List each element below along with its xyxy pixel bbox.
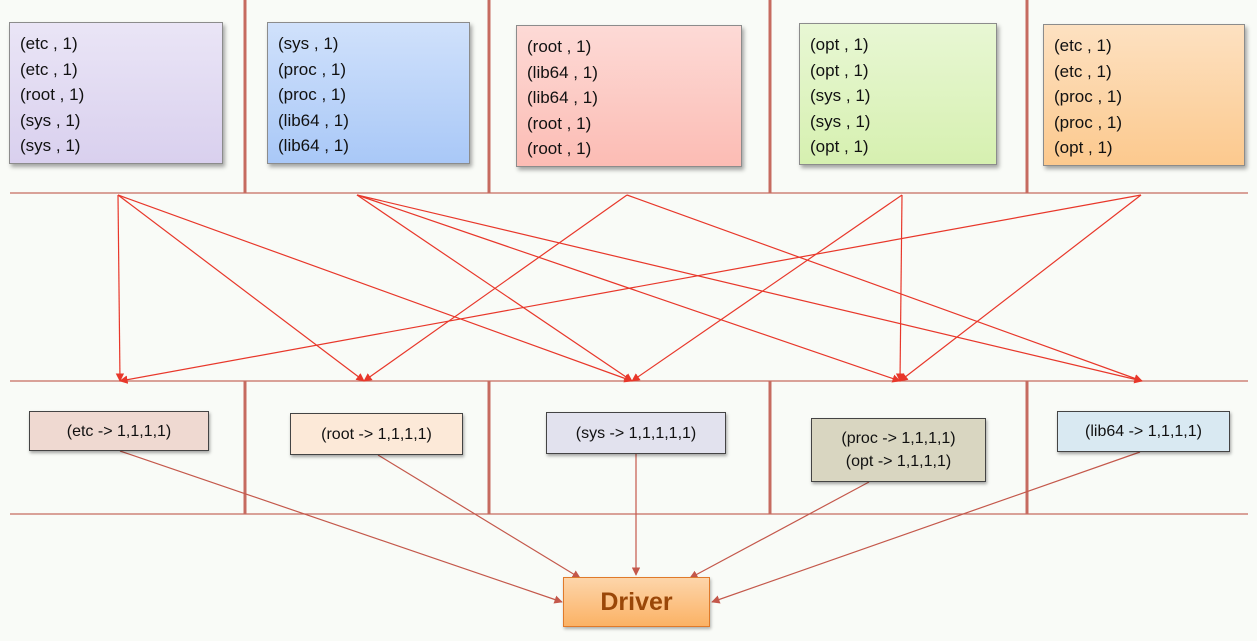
stage-dividers: [10, 0, 1248, 515]
map-pair: (lib64 , 1): [278, 110, 349, 130]
map-5-box: (etc , 1) (etc , 1) (proc , 1) (proc , 1) (o…: [1043, 24, 1245, 166]
result-arrow: [377, 454, 581, 579]
map-pair: (sys , 1): [20, 110, 81, 130]
reduce-group: (lib64 -> 1,1,1,1): [1085, 423, 1202, 440]
shuffle-arrow: [117, 194, 365, 382]
reduce-lib64-box: (lib64 -> 1,1,1,1): [1057, 411, 1230, 452]
shuffle-arrow: [117, 194, 633, 383]
map-pair: (etc , 1): [20, 34, 78, 53]
map-pair: (sys , 1): [20, 136, 81, 155]
map-pair: (opt , 1): [810, 60, 869, 80]
reduce-group: (opt -> 1,1,1,1): [845, 453, 952, 470]
map-pair: (opt , 1): [1054, 138, 1113, 157]
map-pair: (proc , 1): [1054, 112, 1123, 132]
reduce-proc-opt-box: (proc -> 1,1,1,1) (opt -> 1,1,1,1): [811, 418, 986, 482]
shuffle-arrow: [363, 194, 628, 382]
map-pair: (etc , 1): [1054, 36, 1112, 55]
result-arrow: [119, 450, 563, 604]
map-1-box: (etc , 1) (etc , 1) (root , 1) (sys , 1) (sy…: [9, 22, 223, 164]
shuffle-arrow: [895, 194, 905, 382]
reduce-group: (root -> 1,1,1,1): [321, 425, 432, 443]
map-pair: (proc , 1): [1054, 87, 1123, 106]
map-pair: (opt , 1): [810, 35, 869, 54]
shuffle-arrow: [356, 194, 1143, 384]
map-pair: (root , 1): [527, 113, 592, 133]
map-pair: (lib64 , 1): [527, 88, 598, 107]
reduce-group: (etc -> 1,1,1,1): [66, 422, 172, 440]
driver-box: Driver: [563, 577, 710, 627]
reduce-group: (proc -> 1,1,1,1): [841, 430, 956, 447]
shuffle-arrows: [115, 194, 1143, 384]
shuffle-arrow: [119, 194, 1142, 384]
result-arrow: [689, 481, 870, 579]
reduce-root-box: (root -> 1,1,1,1): [290, 413, 463, 455]
result-arrows: [119, 450, 1141, 604]
map-pair: (proc , 1): [278, 85, 347, 104]
map-pair: (root , 1): [20, 85, 85, 104]
map-pair: (proc , 1): [278, 59, 347, 79]
shuffle-arrow: [631, 194, 903, 382]
map-pair: (lib64 , 1): [278, 136, 349, 155]
reduce-etc-box: (etc -> 1,1,1,1): [29, 411, 209, 451]
map-pair: (sys , 1): [810, 111, 871, 131]
reduce-sys-box: (sys -> 1,1,1,1,1): [546, 412, 726, 454]
map-pair: (sys , 1): [810, 86, 871, 105]
map-pair: (sys , 1): [278, 34, 339, 53]
reduce-group: (sys -> 1,1,1,1,1): [575, 424, 697, 442]
result-arrow: [711, 451, 1141, 604]
shuffle-arrow: [899, 194, 1142, 382]
map-pair: (etc , 1): [20, 59, 78, 79]
map-4-box: (opt , 1) (opt , 1) (sys , 1) (sys , 1) (opt…: [799, 23, 997, 165]
shuffle-arrow: [115, 194, 125, 382]
map-3-box: (root , 1) (lib64 , 1) (lib64 , 1) (root , …: [516, 25, 742, 167]
map-pair: (lib64 , 1): [527, 62, 598, 82]
map-pair: (root , 1): [527, 139, 592, 158]
map-2-box: (sys , 1) (proc , 1) (proc , 1) (lib64 , 1)…: [267, 22, 470, 164]
map-pair: (etc , 1): [1054, 61, 1112, 81]
shuffle-arrow: [626, 194, 1143, 383]
map-pair: (root , 1): [527, 37, 592, 56]
map-pair: (opt , 1): [810, 137, 869, 156]
